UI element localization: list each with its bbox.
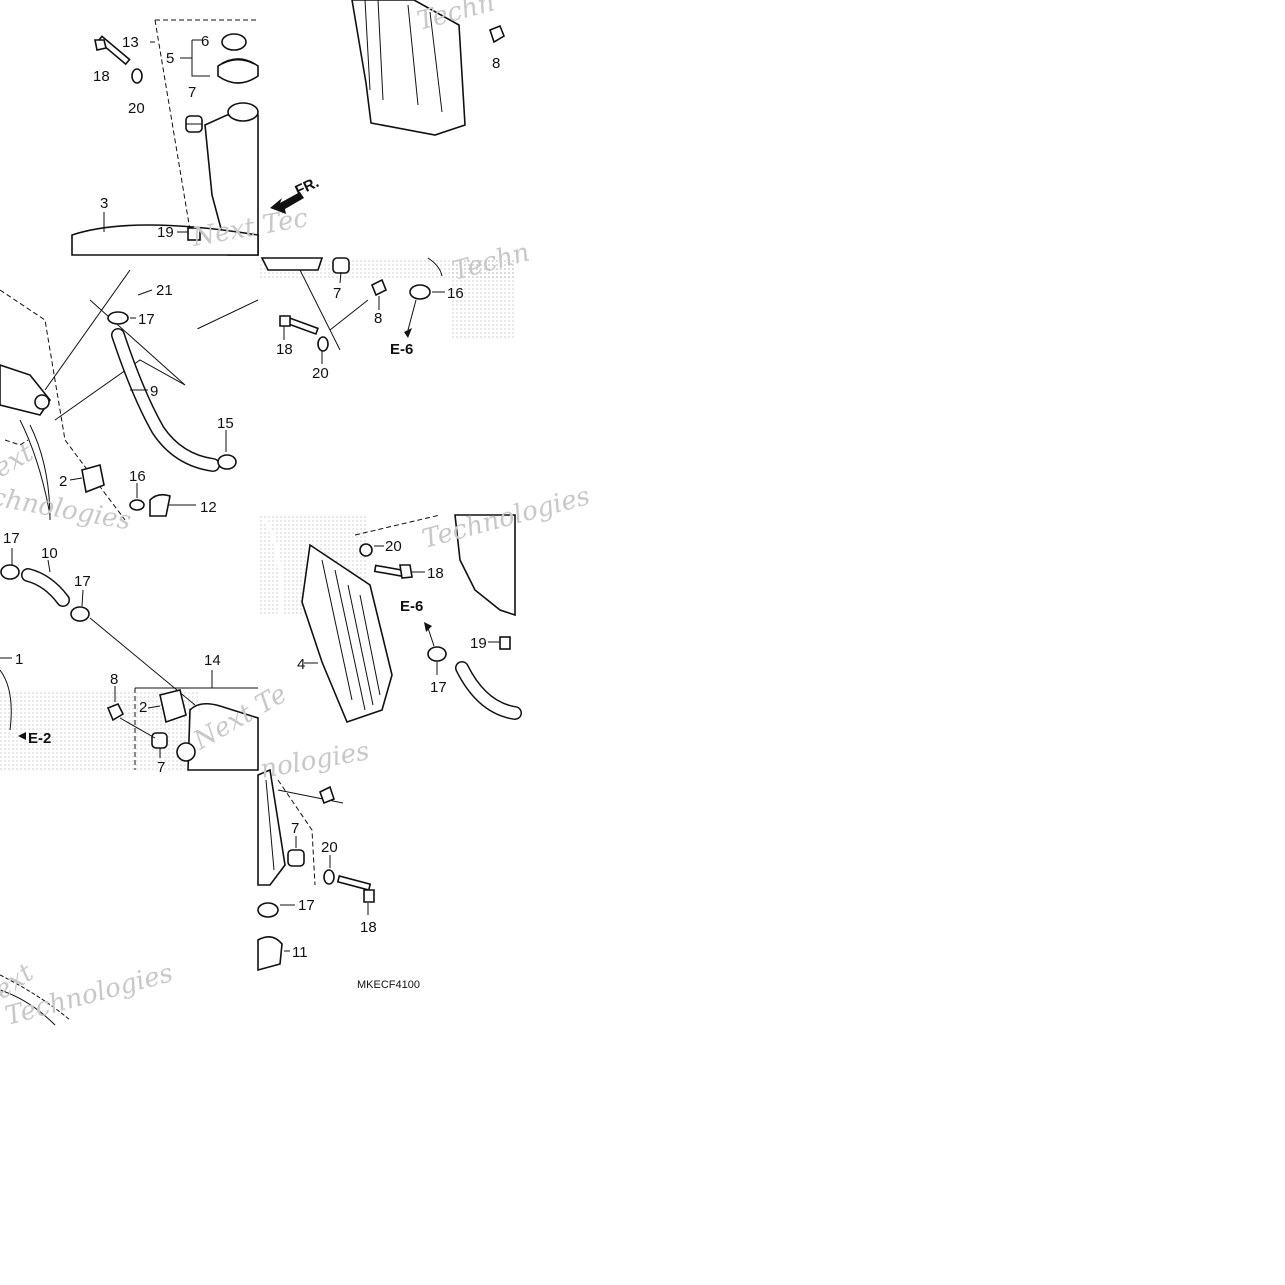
callout-19: 19 xyxy=(470,635,487,652)
callout-7: 7 xyxy=(333,285,341,302)
callout-19: 19 xyxy=(157,224,174,241)
callout-13: 13 xyxy=(122,34,139,51)
tank-cap-5 xyxy=(217,58,259,84)
callout-8: 8 xyxy=(374,310,382,327)
catalog-code: MKECF4100 xyxy=(357,979,420,991)
washer-20-top xyxy=(131,68,143,84)
reference-e6: E-6 xyxy=(390,341,413,358)
callout-8: 8 xyxy=(110,671,118,688)
clamp-17-lower-a xyxy=(0,564,20,580)
watermark: chnologies xyxy=(0,482,133,536)
callout-2: 2 xyxy=(139,699,147,716)
callout-17: 17 xyxy=(298,897,315,914)
callout-7: 7 xyxy=(157,759,165,776)
callout-1: 1 xyxy=(15,651,23,668)
tile-shroud-top: FR. Techn xyxy=(270,0,505,214)
tile-bottom-left: ext Technologies xyxy=(0,958,176,1032)
overflow-tube-21 xyxy=(144,295,261,419)
callout-18: 18 xyxy=(276,341,293,358)
clip-19-lower xyxy=(499,636,511,650)
reserve-tank-lower xyxy=(176,702,259,771)
tank-outlet-middle xyxy=(0,364,51,416)
grommet-7-middle xyxy=(332,257,350,274)
tile-reserve-tank-top: Next Tec xyxy=(71,19,311,256)
callout-21: 21 xyxy=(156,282,173,299)
callout-3: 3 xyxy=(100,195,108,212)
callout-18: 18 xyxy=(427,565,444,582)
tile-shroud-lower: Technologies xyxy=(258,481,593,723)
front-label: FR. xyxy=(293,174,322,200)
tile-hose-11: nologies xyxy=(257,736,375,972)
callout-8: 8 xyxy=(492,55,500,72)
callout-17: 17 xyxy=(74,573,91,590)
front-arrow-icon xyxy=(270,192,304,214)
radiator-shroud-4 xyxy=(301,543,393,723)
callout-20: 20 xyxy=(321,839,338,856)
callout-16: 16 xyxy=(447,285,464,302)
callout-20: 20 xyxy=(312,365,329,382)
reference-e6: E-6 xyxy=(400,598,423,615)
callout-16: 16 xyxy=(129,468,146,485)
callout-18: 18 xyxy=(93,68,110,85)
callout-20: 20 xyxy=(385,538,402,555)
bolt-18-middle xyxy=(279,314,319,336)
hose-11 xyxy=(257,936,283,972)
clamp-15 xyxy=(217,454,237,470)
hose-9 xyxy=(111,328,220,472)
callout-6: 6 xyxy=(201,33,209,50)
clamp-17-lower-b xyxy=(70,606,90,622)
bolt-18-lower xyxy=(373,564,413,579)
washer-20-lower xyxy=(359,543,373,557)
clamp-17-middle xyxy=(107,311,129,325)
hose-12 xyxy=(149,493,171,517)
grommet-8-lower xyxy=(106,702,125,722)
callout-11: 11 xyxy=(292,944,308,961)
callout-17: 17 xyxy=(3,530,20,547)
clamp-17-lower-c xyxy=(427,646,447,662)
washer-20-bottom xyxy=(323,869,335,885)
clamp-16-middle xyxy=(129,499,145,511)
grommet-7-lower xyxy=(151,732,168,749)
tile-hoses-middle: ext chnologies xyxy=(0,269,261,536)
callout-18: 18 xyxy=(360,919,377,936)
callout-12: 12 xyxy=(200,499,217,516)
grommet-7-top xyxy=(185,115,203,133)
callout-7: 7 xyxy=(291,820,299,837)
callout-7: 7 xyxy=(188,84,196,101)
watermark: ext xyxy=(0,438,39,485)
clamp-17-bottom xyxy=(257,902,279,918)
callout-17: 17 xyxy=(138,311,155,328)
callout-15: 15 xyxy=(217,415,234,432)
bolt-18-bottom xyxy=(336,874,375,903)
cap-seal-6 xyxy=(221,33,247,51)
watermark: nologies xyxy=(258,736,372,785)
damper-2-lower xyxy=(159,689,187,724)
grommet-8-middle xyxy=(370,278,388,297)
grommet-7-bottom xyxy=(287,849,305,867)
clamp-16-middle-right xyxy=(409,284,431,300)
damper-2-middle xyxy=(81,463,105,494)
callout-20: 20 xyxy=(128,100,145,117)
callout-4: 4 xyxy=(297,656,305,673)
callout-9: 9 xyxy=(150,383,158,400)
callout-10: 10 xyxy=(41,545,58,562)
callout-labels: 13 6 5 18 20 7 8 3 19 21 17 9 15 16 12 2… xyxy=(3,33,500,991)
reference-e2: E-2 xyxy=(28,730,51,747)
grommet-8-bottom xyxy=(319,785,335,805)
hose-10 xyxy=(21,568,70,607)
callout-2: 2 xyxy=(59,473,67,490)
washer-20-middle xyxy=(317,336,329,352)
callout-14: 14 xyxy=(204,652,221,669)
rubber-mount-3 xyxy=(71,224,259,256)
clip-19-top xyxy=(187,227,201,241)
callout-5: 5 xyxy=(166,50,174,67)
callout-17: 17 xyxy=(430,679,447,696)
grommet-8-top-right xyxy=(489,24,505,44)
bolt-18-top xyxy=(94,35,131,66)
